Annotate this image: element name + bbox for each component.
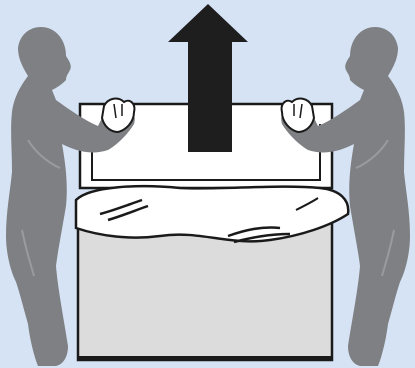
packaging-box-icon xyxy=(78,218,332,360)
